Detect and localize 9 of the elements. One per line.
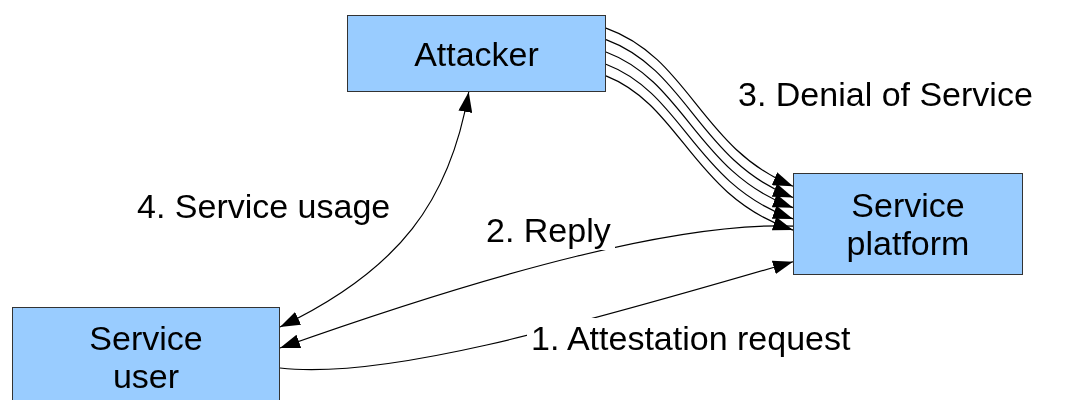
- node-label: Attacker: [414, 34, 539, 73]
- arrow: [279, 91, 472, 328]
- arrow: [279, 225, 794, 349]
- process-box: [347, 15, 606, 92]
- edge-label: 3. Denial of Service: [737, 74, 1034, 114]
- node-label: Service user: [88, 319, 204, 395]
- node-label: Service platform: [845, 186, 971, 262]
- process-box: [793, 173, 1023, 275]
- process-box: [12, 307, 280, 400]
